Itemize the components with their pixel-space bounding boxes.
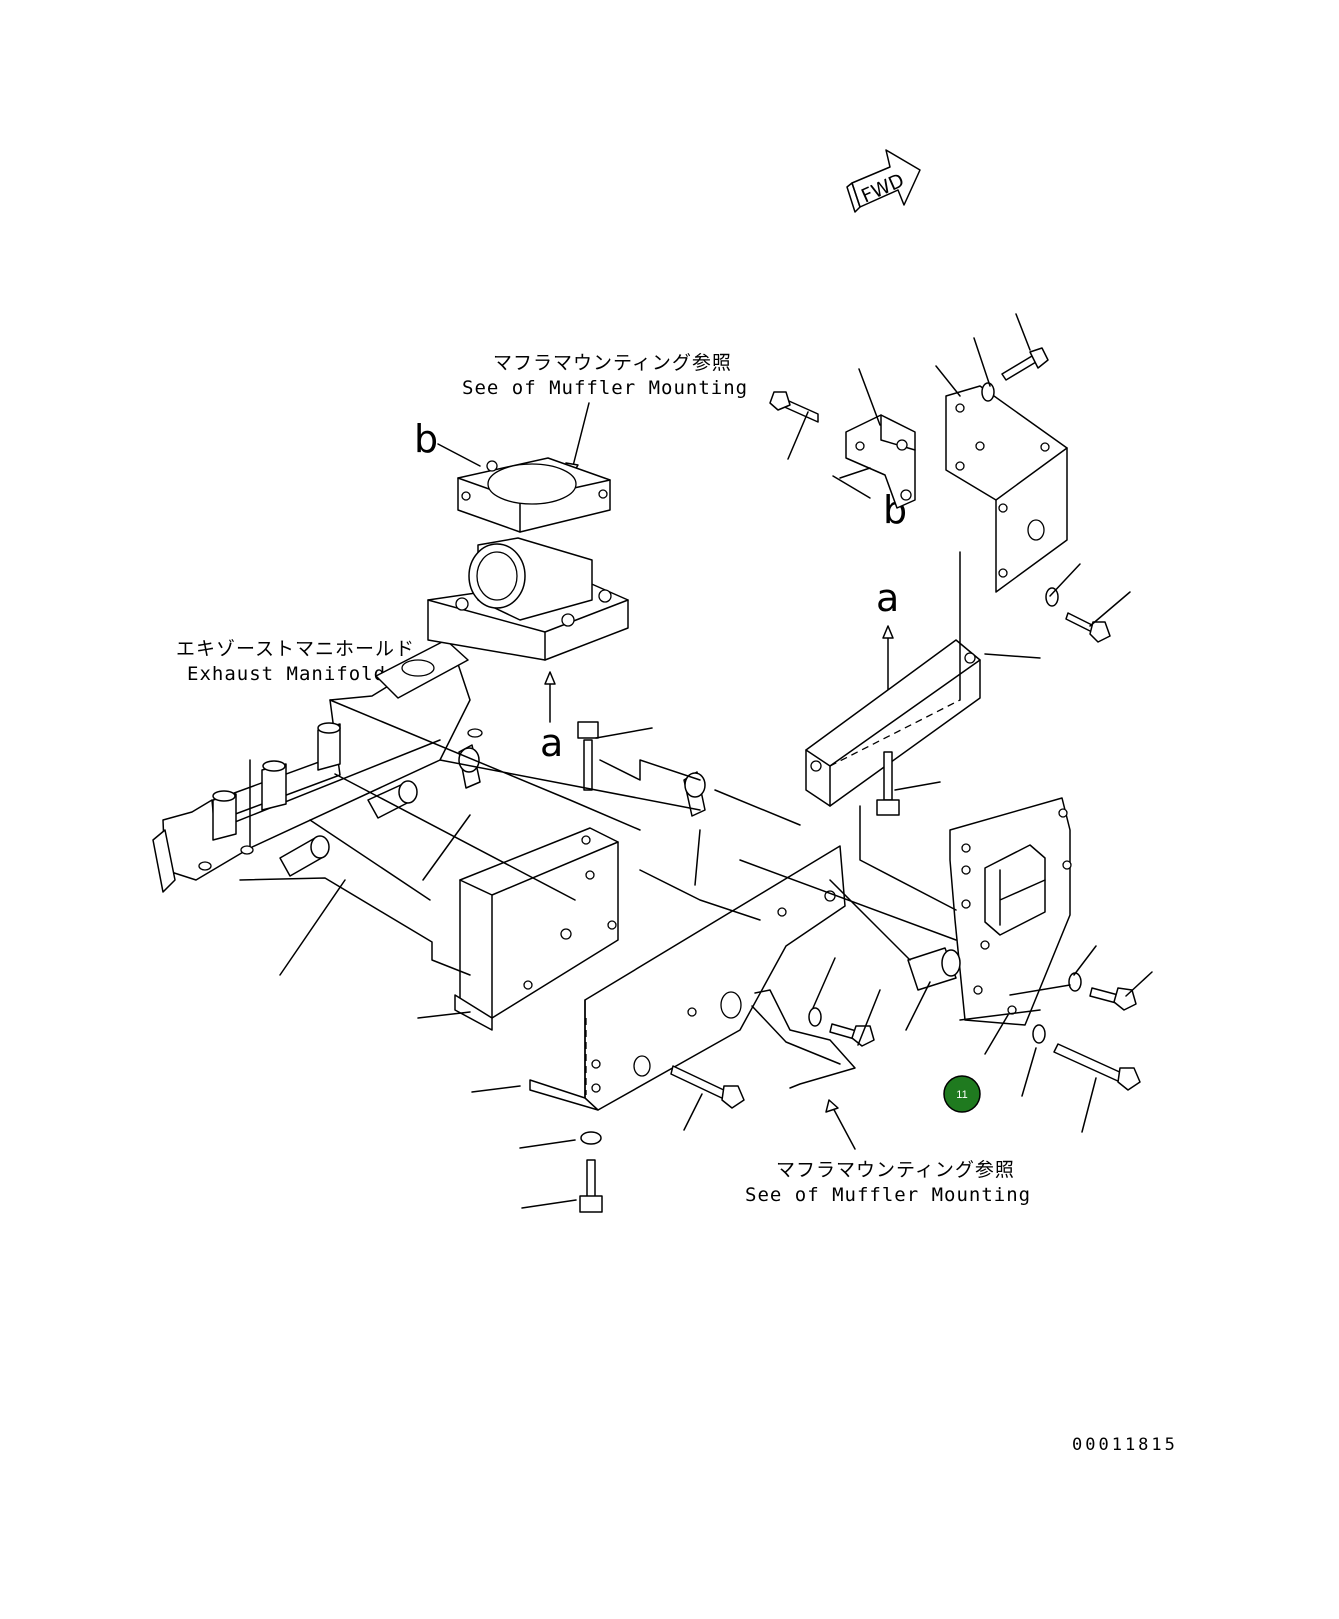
manifold-en: Exhaust Manifold [187, 663, 386, 685]
muffler-bottom-en: See of Muffler Mounting [745, 1184, 1031, 1206]
marker-b-right-arrow [832, 475, 871, 499]
muffler-bottom-jp: マフラマウンティング参照 [776, 1159, 1015, 1181]
bolt-lower-center [670, 1065, 745, 1109]
bolt-upper-right [1001, 347, 1049, 381]
middle-angle-bracket [805, 639, 981, 807]
upper-bracket-large [945, 385, 1068, 593]
bolt-right-upper [1089, 987, 1137, 1011]
marker-a-left: a [540, 721, 563, 765]
washer-3 [808, 1007, 822, 1027]
leader-lines [279, 313, 1153, 1209]
washer-2 [1045, 587, 1059, 607]
bolt-clamp [829, 1023, 875, 1047]
washer-4 [1068, 972, 1082, 992]
spacer-3 [458, 744, 481, 789]
bolt-right-lower [1053, 1043, 1141, 1091]
long-lower-bracket [529, 845, 846, 1111]
spacer-5 [907, 947, 961, 991]
outlet-elbow [427, 457, 629, 661]
forward-arrow-icon: FWD [846, 149, 921, 213]
callout-badge-circle[interactable] [943, 1075, 981, 1113]
right-mounting-plate [949, 797, 1072, 1026]
bolt-center-left [577, 721, 599, 791]
spacer-4 [683, 771, 706, 817]
callout-badge-11[interactable]: 11 [943, 1075, 981, 1113]
exhaust-manifold-label: エキゾーストマニホールド Exhaust Manifold [176, 638, 415, 685]
washer-5 [1032, 1024, 1046, 1044]
bolt-upper-left [769, 391, 819, 423]
bolt-right-mid [1065, 612, 1111, 643]
clamp-strap [751, 989, 856, 1089]
muffler-top-en: See of Muffler Mounting [462, 377, 748, 399]
callout-badge-number: 11 [956, 1089, 967, 1101]
muffler-mounting-bottom-label: マフラマウンティング参照 See of Muffler Mounting [745, 1099, 1031, 1206]
marker-b-left-arrow [437, 443, 481, 467]
upper-bracket-small [845, 414, 916, 509]
bolt-center-right [876, 751, 900, 816]
marker-b-left: b [414, 417, 438, 461]
figure-code: 00011815 [1072, 1435, 1178, 1455]
washer-1 [981, 382, 995, 402]
bolt-lower-left [579, 1159, 603, 1213]
main-frame-bracket [454, 827, 619, 1031]
exhaust-manifold [152, 639, 483, 893]
spacer-1 [279, 835, 330, 877]
spacer-2 [367, 780, 418, 819]
marker-a-right: a [876, 576, 899, 620]
muffler-top-jp: マフラマウンティング参照 [493, 352, 732, 374]
manifold-jp: エキゾーストマニホールド [176, 638, 415, 660]
muffler-mounting-top-label: マフラマウンティング参照 See of Muffler Mounting [462, 352, 748, 476]
washer-6 [580, 1131, 602, 1145]
